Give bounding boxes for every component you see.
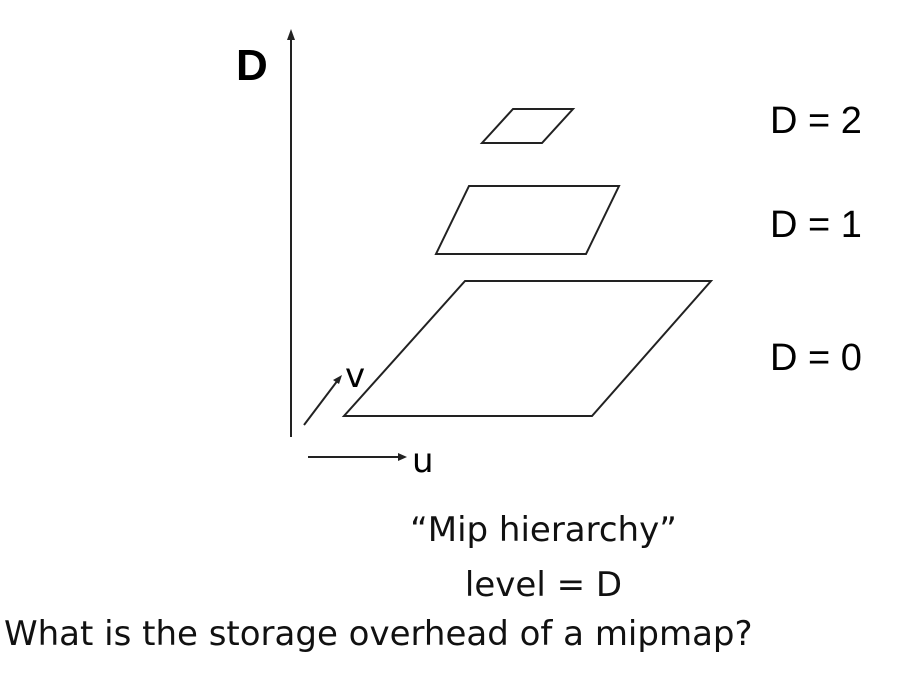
v-axis-line bbox=[303, 379, 339, 426]
d-axis-arrowhead bbox=[287, 29, 295, 40]
u-axis-arrowhead bbox=[398, 453, 407, 461]
mip-level-1-plane bbox=[434, 185, 621, 255]
mip-level-0-plane bbox=[341, 280, 714, 417]
v-axis-arrowhead bbox=[333, 375, 342, 384]
question-text: What is the storage overhead of a mipmap… bbox=[4, 614, 753, 654]
mip-level-2-plane bbox=[479, 108, 576, 144]
caption-subtitle: level = D bbox=[464, 565, 623, 605]
level-label-d0: D = 0 bbox=[770, 337, 862, 379]
u-axis-label: u bbox=[412, 441, 434, 481]
v-axis-label: v bbox=[345, 356, 365, 396]
level-label-d2: D = 2 bbox=[770, 100, 862, 142]
level-label-d1: D = 1 bbox=[770, 204, 862, 246]
d-axis-label: D bbox=[236, 41, 268, 90]
caption-title: “Mip hierarchy” bbox=[410, 510, 677, 550]
